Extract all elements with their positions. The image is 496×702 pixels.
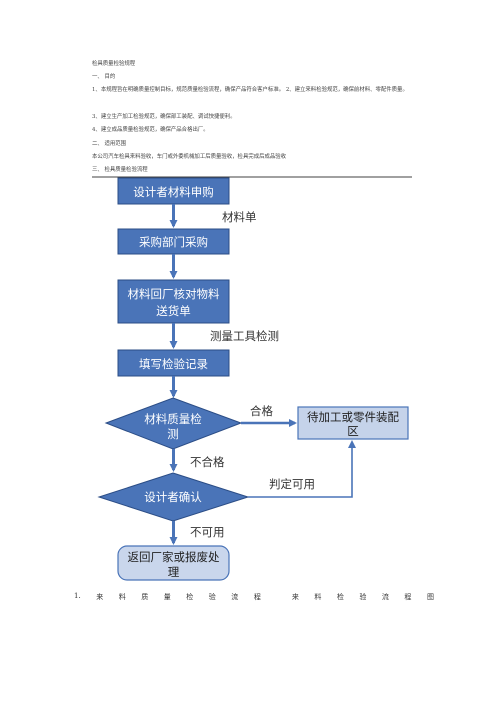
label-fail: 不合格 [190,455,225,469]
footer-caption: 1. 来 料 质 量 检 验 流 程 来 料 检 验 流 程 图 [74,592,434,602]
item-3-paragraph: 3、建立生产加工检验规范，确保部工装配、调试快捷便利。 [92,114,236,120]
apply-box [117,177,230,205]
doc-title: 检具质量检验规程 [92,61,136,67]
item-4-paragraph: 4、建立成品质量检验规范，确保产品合格出厂。 [92,127,209,133]
footer-char: 流 [381,593,389,601]
return-box [117,545,230,581]
check-box-label-line1: 材料回厂核对物料 [128,287,220,301]
confirm-diamond-label: 设计者确认 [144,490,202,504]
apply-box-label: 设计者材料申购 [133,185,214,199]
footer-char: 图 [426,593,434,601]
footer-char: 程 [253,593,261,601]
footer-char: 料 [314,593,322,601]
label-unusable: 不可用 [190,525,225,539]
return-box-label-line1: 返回厂家或报废处 [128,550,220,564]
footer-char: 来 [291,593,299,601]
footer-char: 流 [231,593,239,601]
footer-char: 量 [163,593,171,601]
label-material-list: 材料单 [222,210,257,224]
footer-char: 检 [186,593,194,601]
inspect-diamond-label-line2: 测 [167,427,179,441]
arrow-usable [248,440,356,498]
inspect-diamond-label-line1: 材料质量检 [144,412,202,426]
purchase-box-label: 采购部门采购 [139,235,208,249]
assembly-box [297,406,409,440]
footer-char: 1. [74,592,81,600]
label-pass: 合格 [250,404,273,418]
footer-char: 检 [336,593,344,601]
section-1-heading: 一、 目的 [92,74,116,80]
footer-char: 来 [96,593,104,601]
section-2-heading: 二、 适用范围 [92,141,127,147]
footer-char: 料 [118,593,126,601]
record-box [117,349,230,377]
footer-char: 质 [141,593,149,601]
label-usable: 判定可用 [269,477,315,491]
section-3-heading: 三、 检具质量检验流程 [92,167,148,173]
record-box-label: 填写检验记录 [139,357,208,371]
check-box-label-line2: 送货单 [156,304,191,318]
footer-char: 验 [359,593,367,601]
footer-char: 验 [208,593,216,601]
label-measure-tools: 测量工具检测 [210,329,279,343]
check-box [117,279,230,324]
footer-char: 程 [404,593,412,601]
assembly-box-label-line1: 待加工或零件装配 [307,410,399,424]
return-box-label-line2: 理 [168,565,180,579]
scope-paragraph: 本公司汽车检具来料验收，车门或外委机械加工后质量验收，检具完成后成品验收 [92,154,287,160]
assembly-box-label-line2: 区 [347,424,359,438]
item-1-paragraph: 1、本规程旨在明确质量控制目标，规范质量检验流程，确保产品符合客户标准。 2、建… [92,87,408,93]
